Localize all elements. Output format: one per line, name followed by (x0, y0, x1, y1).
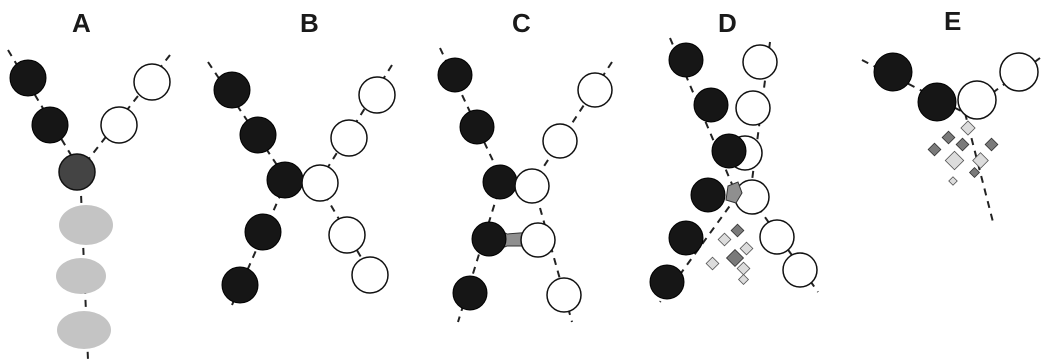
dark-bead (917, 82, 957, 122)
panel-b: B (207, 8, 396, 306)
dark-bead (244, 213, 282, 251)
panel-a: A (7, 8, 171, 361)
hollow-bead (514, 168, 550, 204)
hollow-bead (542, 123, 578, 159)
debris-fragments (705, 223, 754, 286)
hollow-bead (735, 90, 771, 126)
debris-fragments (927, 120, 999, 186)
panel-label-d: D (718, 8, 737, 38)
bridge-connector (725, 181, 743, 204)
hollow-bead (358, 76, 396, 114)
dark-bead (266, 161, 304, 199)
ghost-bead (59, 205, 113, 245)
dark-bead (452, 275, 488, 311)
hollow-bead (759, 219, 795, 255)
hollow-bead (328, 216, 366, 254)
dark-bead (668, 220, 704, 256)
ghost-bead (56, 258, 106, 294)
dark-bead (213, 71, 251, 109)
dark-bead (711, 133, 747, 169)
merged-bead (58, 153, 96, 191)
dark-bead (668, 42, 704, 78)
ghost-bead (57, 311, 111, 349)
panel-label-b: B (300, 8, 319, 38)
hollow-bead (351, 256, 389, 294)
panel-label-a: A (72, 8, 91, 38)
track-hollow (79, 54, 171, 171)
hollow-bead (782, 252, 818, 288)
hollow-bead (100, 106, 138, 144)
hollow-bead (957, 80, 997, 120)
panel-c: C (437, 8, 613, 323)
hollow-bead (546, 277, 582, 313)
hollow-bead (742, 44, 778, 80)
hollow-bead (999, 52, 1039, 92)
hollow-bead (520, 222, 556, 258)
dark-bead (239, 116, 277, 154)
dark-bead (9, 59, 47, 97)
hollow-bead (577, 72, 613, 108)
dark-bead (459, 109, 495, 145)
dark-bead (873, 52, 913, 92)
dark-bead (693, 87, 729, 123)
track-dark-upper (439, 47, 503, 181)
dark-bead (482, 164, 518, 200)
dark-bead (690, 177, 726, 213)
hollow-bead (301, 164, 339, 202)
dark-bead (471, 221, 507, 257)
panel-d: D (649, 8, 819, 303)
panel-e: E (861, 6, 1041, 223)
track-hollow-upper (532, 61, 613, 184)
hollow-bead (330, 119, 368, 157)
hollow-bead (133, 63, 171, 101)
panel-label-c: C (512, 8, 531, 38)
dark-bead (221, 266, 259, 304)
panel-label-e: E (944, 6, 961, 36)
dark-bead (649, 264, 685, 300)
dark-bead (437, 57, 473, 93)
dark-bead (31, 106, 69, 144)
